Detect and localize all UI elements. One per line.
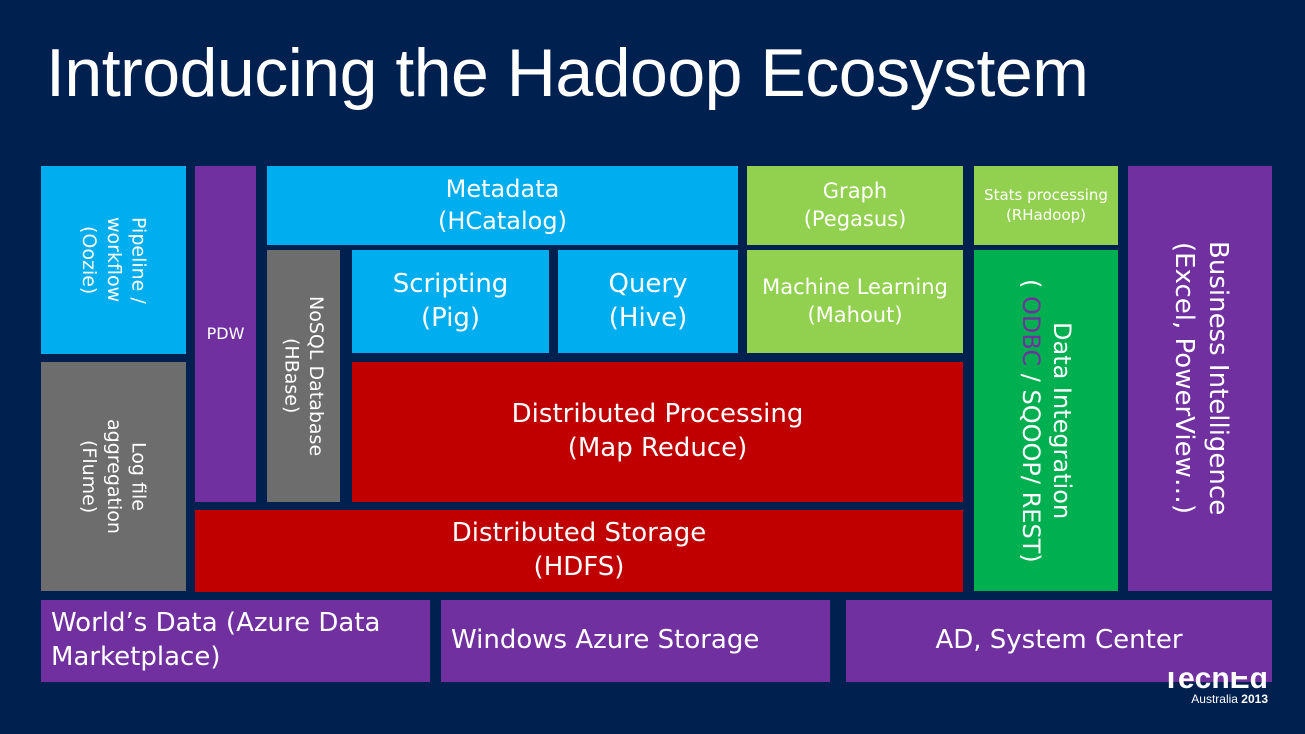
graph-box: Graph (Pegasus)	[747, 166, 963, 245]
distributed-storage-box: Distributed Storage (HDFS)	[195, 510, 963, 592]
scripting-box: Scripting (Pig)	[352, 250, 549, 353]
teched-logo: TechEd	[1161, 672, 1268, 690]
query-label: Query (Hive)	[608, 268, 688, 333]
ad-system-center-box: AD, System Center	[846, 600, 1272, 682]
teched-logo-subtitle: Australia 2013	[1140, 692, 1268, 706]
stats-processing-label: Stats processing (RHadoop)	[984, 186, 1108, 224]
nosql-box: NoSQL Database (HBase)	[267, 250, 340, 502]
azure-storage-box: Windows Azure Storage	[441, 600, 830, 682]
query-box: Query (Hive)	[558, 250, 738, 353]
odbc-text: ODBC	[1017, 295, 1045, 366]
worlds-data-box: World’s Data (Azure Data Marketplace)	[41, 600, 430, 682]
log-aggregation-box: Log file aggregation (Flume)	[41, 362, 186, 591]
data-integration-box: Data Integration ( ODBC / SQOOP/ REST)	[974, 250, 1118, 591]
distributed-processing-label: Distributed Processing (Map Reduce)	[511, 399, 804, 463]
scripting-label: Scripting (Pig)	[392, 268, 509, 333]
pdw-box: PDW	[195, 166, 256, 502]
business-intelligence-label: Business Intelligence (Excel, PowerView……	[1169, 241, 1233, 516]
stats-processing-box: Stats processing (RHadoop)	[974, 166, 1118, 245]
ad-system-center-label: AD, System Center	[935, 625, 1183, 656]
azure-storage-label: Windows Azure Storage	[451, 625, 760, 656]
pipeline-workflow-label: Pipeline / workflow (Oozie)	[78, 216, 150, 304]
data-integration-label: Data Integration ( ODBC / SQOOP/ REST)	[1015, 279, 1077, 563]
business-intelligence-box: Business Intelligence (Excel, PowerView……	[1128, 166, 1272, 591]
metadata-box: Metadata (HCatalog)	[267, 166, 738, 245]
metadata-label: Metadata (HCatalog)	[438, 175, 567, 235]
slide-title: Introducing the Hadoop Ecosystem	[46, 35, 1089, 111]
distributed-storage-label: Distributed Storage (HDFS)	[451, 518, 707, 582]
machine-learning-box: Machine Learning (Mahout)	[747, 250, 963, 353]
data-integration-prefix: (	[1017, 278, 1045, 296]
worlds-data-label: World’s Data (Azure Data Marketplace)	[51, 608, 381, 672]
graph-label: Graph (Pegasus)	[803, 179, 907, 231]
data-integration-suffix: / SQOOP/ REST)	[1017, 365, 1045, 563]
pdw-label: PDW	[206, 323, 245, 343]
pipeline-workflow-box: Pipeline / workflow (Oozie)	[41, 166, 186, 354]
logo-year: 2013	[1241, 692, 1268, 706]
machine-learning-label: Machine Learning (Mahout)	[762, 275, 948, 327]
data-integration-line1: Data Integration	[1048, 321, 1077, 520]
log-aggregation-label: Log file aggregation (Flume)	[78, 419, 150, 534]
logo-region: Australia	[1191, 692, 1238, 706]
nosql-label: NoSQL Database (HBase)	[280, 295, 328, 457]
distributed-processing-box: Distributed Processing (Map Reduce)	[352, 362, 963, 502]
